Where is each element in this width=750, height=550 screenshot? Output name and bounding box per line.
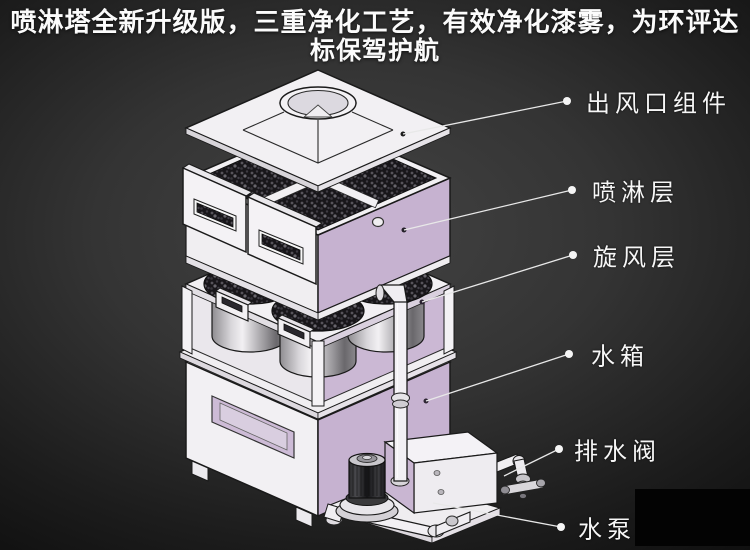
pipe-coupling <box>445 515 459 527</box>
drain-valve <box>496 453 546 499</box>
cyclone-post-left <box>181 285 193 355</box>
outlet-pyramid-edge-left <box>242 111 285 131</box>
drawer-slot <box>261 233 301 261</box>
leader-dot-pump <box>557 523 565 531</box>
air-outlet-assembly <box>184 69 452 193</box>
drawer-slot <box>196 202 234 228</box>
cyclone-post-front <box>311 340 325 407</box>
spray-drawer-right <box>246 192 324 286</box>
banner-title: 喷淋塔全新升级版，三重净化工艺，有效净化漆雾，为环评达 标保驾护航 <box>0 7 750 65</box>
cyclone-plate-edge-right <box>317 351 457 420</box>
cyclone-post-right <box>443 285 455 355</box>
part-label-spray-layer: 喷淋层 <box>592 178 679 207</box>
leader-dot-valve <box>555 445 563 453</box>
leader-line-pump <box>432 502 562 528</box>
valve-box-hole-1 <box>433 470 441 476</box>
cyclone-handle-left <box>215 287 253 322</box>
valve-end-left <box>500 485 510 495</box>
leader-lines <box>402 97 577 531</box>
leader-dot-tank <box>565 350 573 358</box>
riser-pipe-coupling-lower <box>392 399 409 409</box>
tank-foot-front <box>295 506 313 528</box>
spray-drawer-left <box>181 163 254 254</box>
valve-stem-knob <box>519 493 527 499</box>
riser-pipe-elbow <box>378 284 408 303</box>
drain-valve-box <box>383 431 499 515</box>
leader-line-valve <box>503 448 560 477</box>
valve-end-right <box>536 478 546 488</box>
leader-line-outlet <box>402 100 568 135</box>
part-label-air-outlet: 出风口组件 <box>586 89 731 118</box>
valve-box-front <box>413 452 498 514</box>
tank-foot-left <box>191 460 209 482</box>
handle-slot <box>221 296 243 313</box>
leader-dot-cyclone <box>569 251 577 259</box>
banner-title-line1: 喷淋塔全新升级版，三重净化工艺，有效净化漆雾，为环评达 <box>10 7 740 37</box>
pump-assembly <box>323 431 546 544</box>
part-label-cyclone-layer: 旋风层 <box>593 243 680 272</box>
tank-access-recess-inner <box>219 402 288 451</box>
banner-title-line2: 标保驾护航 <box>309 37 440 65</box>
leader-line-spray <box>403 189 573 231</box>
pump-motor-fins <box>352 462 382 496</box>
leader-line-cyclone <box>421 254 574 303</box>
leader-line-tank <box>425 353 570 402</box>
cyclone-handle-front <box>277 314 315 349</box>
spray-face-hole <box>371 216 385 228</box>
leader-dots <box>555 97 577 531</box>
spray-bottom-flange-left <box>185 255 319 321</box>
water-pump-unit <box>323 452 471 538</box>
black-cover-patch <box>635 489 750 546</box>
part-label-drain-valve: 排水阀 <box>574 437 661 466</box>
handle-slot <box>283 323 305 340</box>
riser-pipe-elbow-flange <box>375 284 385 302</box>
part-label-water-tank: 水箱 <box>591 342 649 371</box>
riser-pipe-body <box>393 299 408 482</box>
outlet-panel-edge-right <box>317 127 451 193</box>
valve-box-hole-2 <box>437 489 445 495</box>
pump-motor-cap-center <box>362 455 372 460</box>
outlet-bore-wedge <box>302 104 334 118</box>
outlet-pyramid-edge-right <box>351 111 394 131</box>
part-label-water-pump: 水泵 <box>578 515 636 544</box>
riser-pipe <box>375 284 410 487</box>
leader-dot-spray <box>568 186 576 194</box>
leader-dot-outlet <box>563 97 571 105</box>
